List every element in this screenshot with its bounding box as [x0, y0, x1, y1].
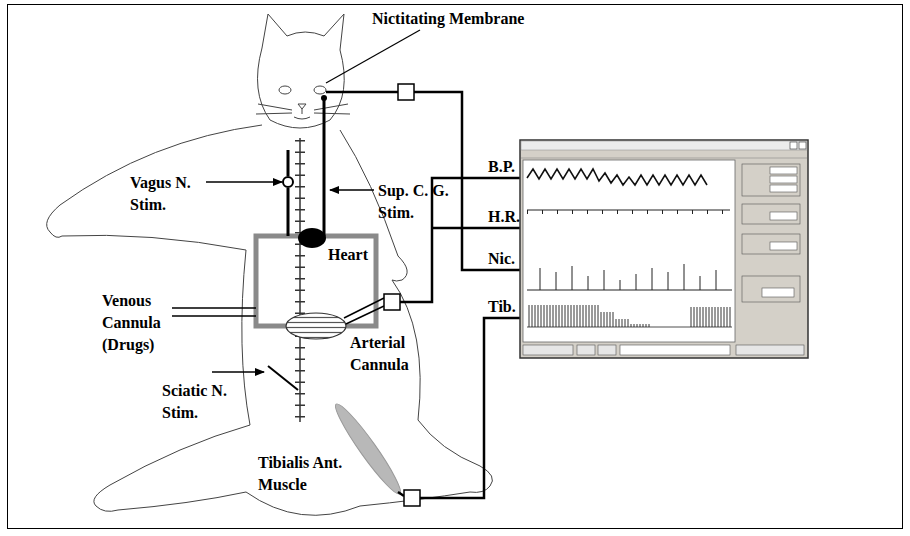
cat-outline — [47, 14, 493, 515]
part-label: Tibialis Ant. Muscle — [258, 452, 370, 496]
tib-trace — [690, 307, 732, 327]
signal-label: Nic. — [488, 248, 515, 270]
cat-nose — [294, 104, 310, 119]
transducer-box — [404, 490, 420, 506]
cat-ears — [262, 14, 344, 50]
venous-cannula — [172, 308, 256, 316]
panel-field — [770, 242, 797, 250]
transducer-boxes — [384, 84, 420, 506]
part-label: Venous Cannula (Drugs) — [102, 290, 168, 356]
panel-field — [770, 176, 797, 183]
tib-trace — [600, 312, 615, 327]
arterial-cannula — [344, 298, 384, 324]
cat-left-side-hindleg — [94, 250, 360, 515]
sympathetic-nerve — [323, 98, 326, 236]
panel-field — [762, 288, 794, 297]
bottom-toolbar — [523, 345, 804, 355]
panel-group — [742, 204, 800, 224]
panel-field — [770, 185, 797, 192]
stimulus-label: Sciatic N. Stim. — [162, 380, 250, 424]
vagus-electrode — [283, 177, 293, 187]
cat-whiskers — [256, 104, 350, 114]
control-panel — [742, 164, 800, 302]
nic-trace — [527, 264, 732, 290]
window-titlebar — [521, 141, 807, 150]
tib-baseline — [527, 327, 732, 328]
recording-wires — [326, 92, 520, 498]
nerve-end-dot — [321, 95, 327, 101]
transducer-box — [384, 294, 400, 310]
tibialis-muscle — [330, 400, 407, 499]
leader-line — [326, 30, 420, 83]
recorder-window — [520, 140, 808, 358]
window-frame — [520, 140, 808, 358]
heart-symbol — [298, 228, 326, 248]
window-button — [799, 142, 806, 149]
menu-rule — [521, 158, 807, 159]
tib-trace — [630, 324, 650, 327]
figure-frame — [8, 5, 903, 529]
stimulus-label: Sup. C. G. Stim. — [378, 180, 468, 224]
toolbar-button — [577, 345, 595, 355]
tib-wire — [398, 318, 520, 498]
part-label: Arterial Cannula — [350, 332, 416, 376]
scroll-bar — [523, 345, 573, 355]
status-field — [620, 345, 730, 355]
vascular-bed — [286, 313, 346, 339]
stimulus-arrow — [330, 189, 374, 191]
stimulus-label: Vagus N. Stim. — [130, 172, 214, 216]
cat-left-foreleg — [47, 125, 262, 250]
cat-eye — [314, 86, 326, 94]
panel-group — [742, 234, 800, 254]
hr-ticks — [527, 210, 730, 214]
signal-label: B.P. — [488, 156, 515, 178]
nic-wire — [326, 92, 520, 270]
bp-trace — [527, 169, 707, 185]
toolbar-check — [736, 345, 804, 355]
window-button — [790, 142, 797, 149]
part-label: Nictitating Membrane — [372, 8, 524, 30]
transducer-box — [398, 84, 414, 100]
part-label: Heart — [328, 244, 368, 266]
spinal-cord — [299, 138, 301, 422]
signal-label: Tib. — [488, 296, 516, 318]
vagus-nerve — [287, 150, 290, 236]
stimulus-arrow — [212, 371, 264, 373]
cat-head — [258, 48, 345, 128]
panel-group — [742, 164, 800, 196]
stimulus-arrow — [206, 181, 282, 183]
signal-label: H.R. — [488, 206, 520, 228]
tib-trace — [615, 319, 630, 327]
panel-field — [770, 212, 797, 220]
spinal-segments — [295, 140, 305, 420]
trace-area — [523, 160, 735, 342]
sciatic-nerve — [268, 366, 298, 390]
toolbar-button — [598, 345, 616, 355]
panel-group — [742, 276, 800, 302]
tib-trace — [527, 305, 600, 327]
cat-eye — [279, 86, 291, 94]
panel-field — [770, 167, 797, 174]
